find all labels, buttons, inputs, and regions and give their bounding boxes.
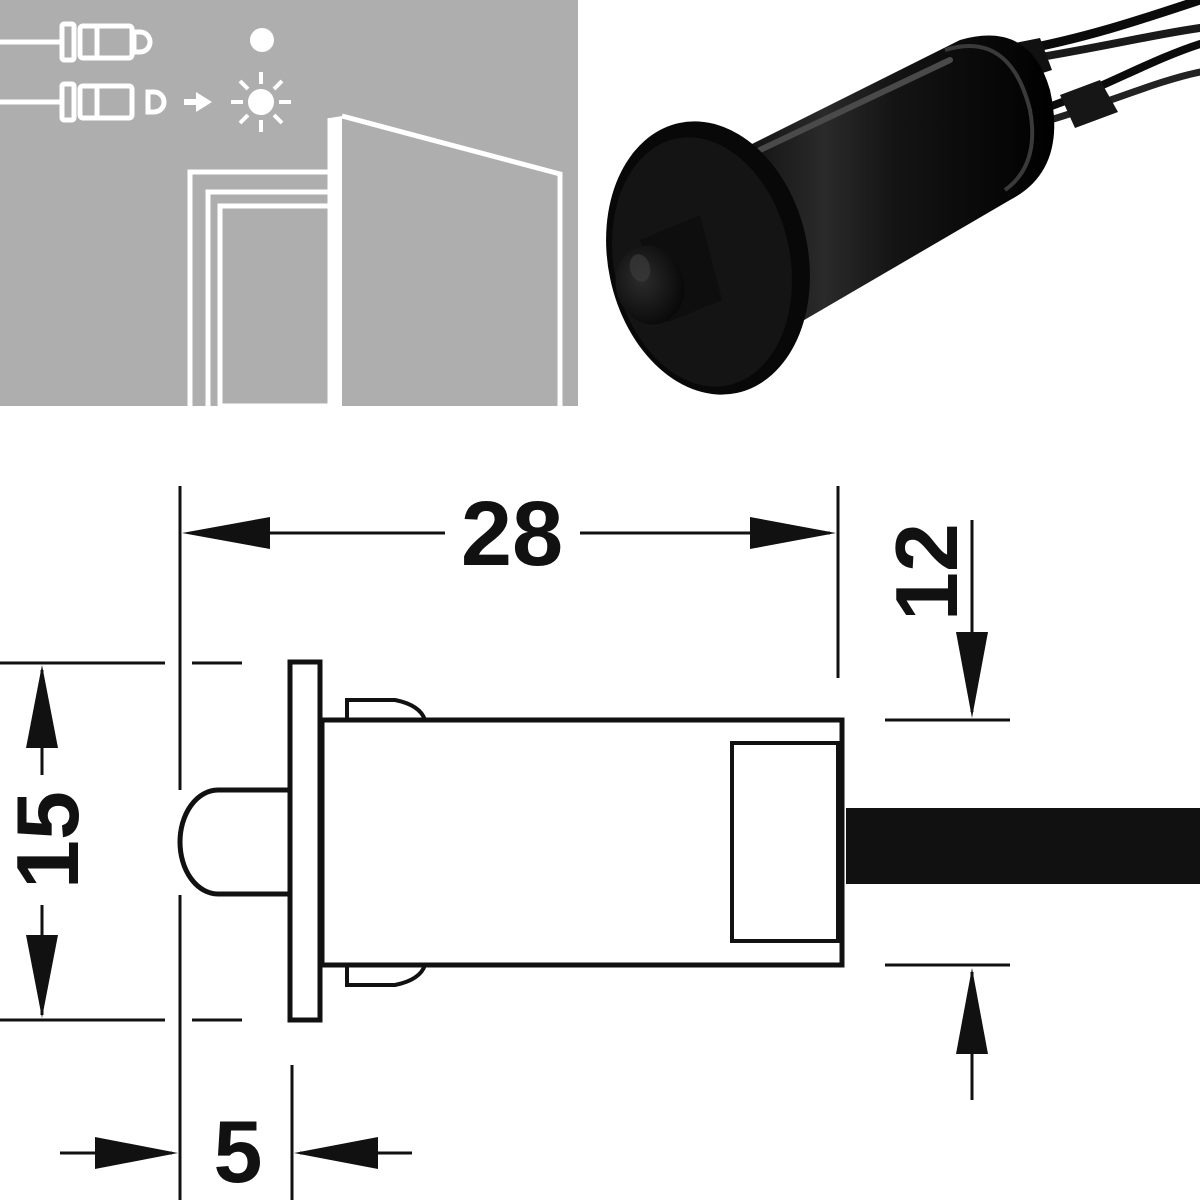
arrow-right-icon [184,92,212,112]
dimension-length-label: 28 [461,483,563,585]
drawing-plunger [177,787,290,897]
drawing-flange [287,659,323,1023]
dimension-flange-height-label: 15 [0,791,97,889]
body-groove [944,44,1035,192]
technical-drawing [0,486,1200,1200]
plunger-highlight [629,254,651,282]
cabinet-illustration [187,113,563,409]
body-highlight [757,57,953,153]
drawing-cable [846,808,1200,884]
drawing-body [319,717,845,968]
drawing-clip-bottom [345,964,427,987]
dimension-labels: 28 12 15 5 [0,483,976,1200]
light-off-dot-icon [250,28,274,52]
switch-closed-icon [0,21,153,63]
dimension-protrusion [60,1137,412,1169]
product-photo [606,0,1200,395]
application-illustration [0,0,578,409]
switch-open-icon [0,81,167,123]
light-on-sun-icon [231,72,291,132]
dimension-length [182,517,836,549]
dimension-flange-height [26,665,58,1018]
drawing-rear-insert [730,741,840,943]
dimension-height-label: 12 [877,523,976,621]
dimension-protrusion-label: 5 [214,1102,263,1200]
drawing-clip-top [345,698,427,721]
dimension-height [956,520,988,1100]
cable-sleeve [1060,80,1118,128]
